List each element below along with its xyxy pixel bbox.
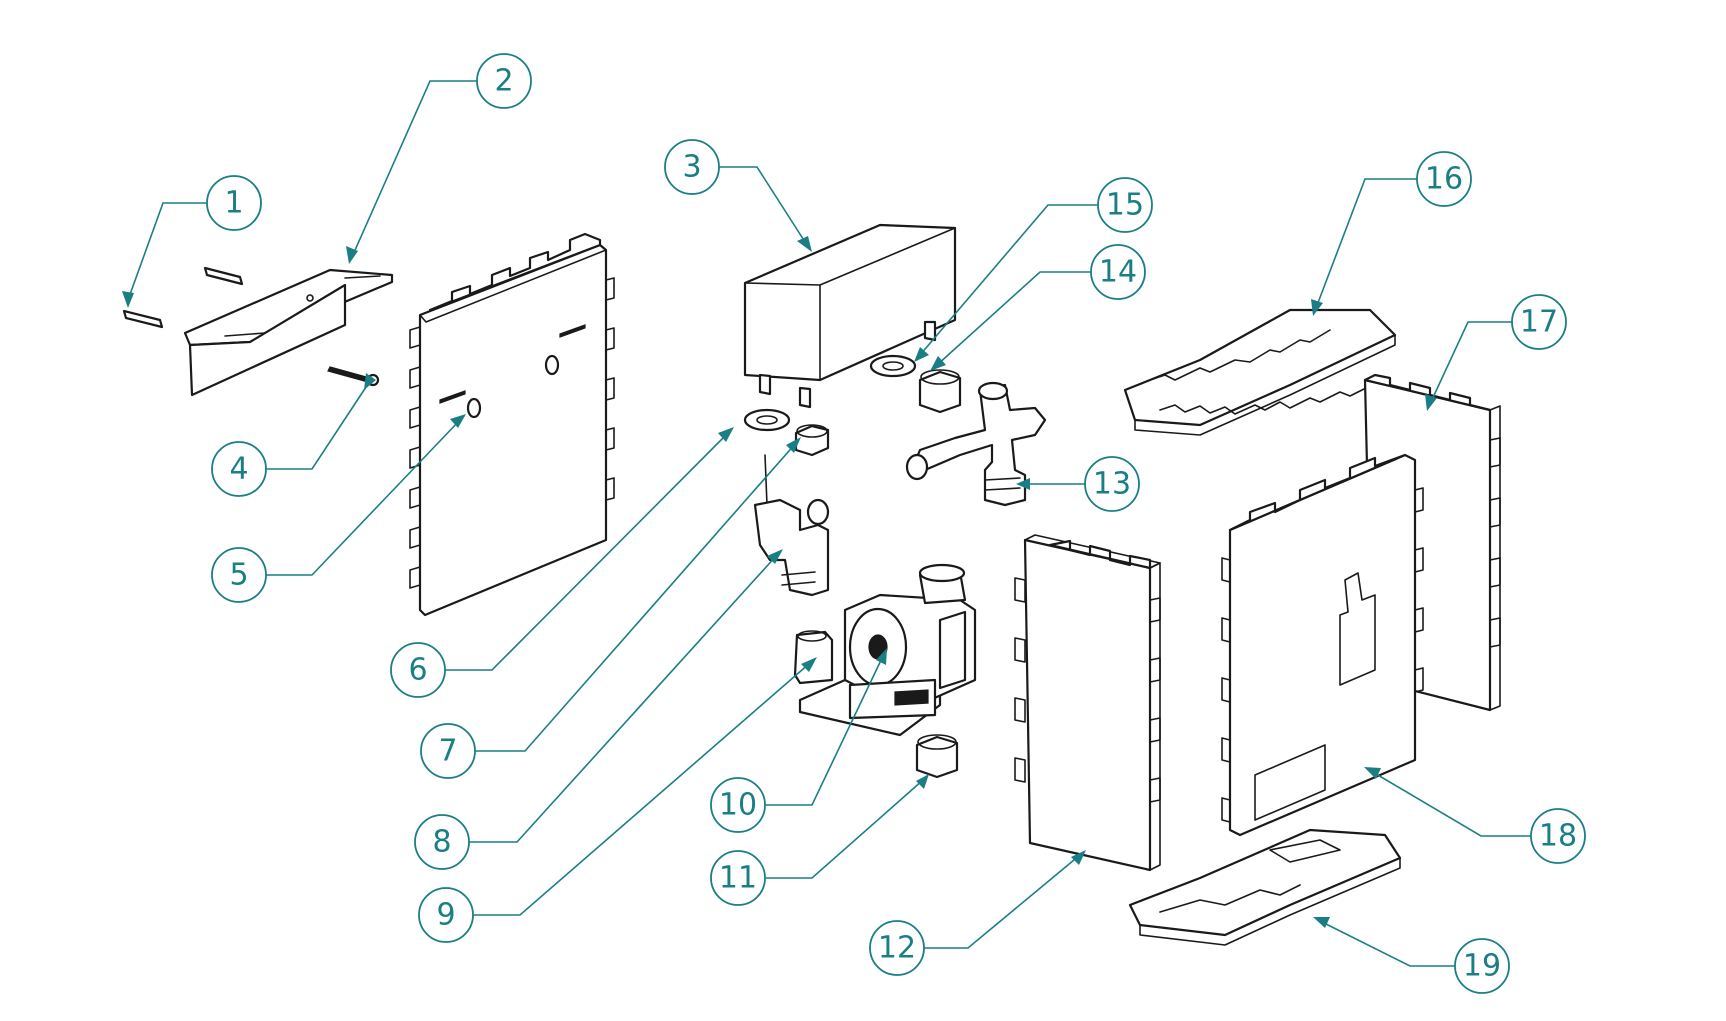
balloon-14: 14 <box>1090 244 1146 300</box>
balloon-7-label: 7 <box>438 734 457 769</box>
balloon-4-label: 4 <box>229 452 248 487</box>
part-wall-bracket <box>183 268 394 397</box>
balloon-1-label: 1 <box>224 186 243 221</box>
balloon-1: 1 <box>206 175 262 231</box>
balloon-3: 3 <box>664 139 720 195</box>
balloon-16: 16 <box>1416 151 1472 207</box>
balloon-2: 2 <box>476 53 532 109</box>
balloon-19-label: 19 <box>1463 949 1501 984</box>
balloon-2-label: 2 <box>494 64 513 99</box>
balloon-4: 4 <box>211 441 267 497</box>
part-heat-exchanger <box>743 223 957 409</box>
part-pins <box>122 266 244 329</box>
balloon-3-label: 3 <box>682 150 701 185</box>
balloon-11-label: 11 <box>719 861 757 896</box>
balloon-7: 7 <box>420 723 476 779</box>
balloon-11: 11 <box>710 850 766 906</box>
leader-lines <box>127 80 1531 967</box>
balloon-13-label: 13 <box>1093 467 1131 502</box>
part-gaskets <box>743 354 917 432</box>
leader-arrowheads <box>122 236 1437 928</box>
part-side-panel-12 <box>1014 534 1161 872</box>
part-valve-8 <box>753 454 830 597</box>
balloon-13: 13 <box>1084 456 1140 512</box>
part-union-nut-14 <box>918 369 962 414</box>
balloon-12: 12 <box>869 920 925 976</box>
balloon-17: 17 <box>1511 294 1567 350</box>
balloon-6: 6 <box>390 642 446 698</box>
balloon-5: 5 <box>211 547 267 603</box>
part-back-panel <box>409 232 615 617</box>
balloon-9-label: 9 <box>436 898 455 933</box>
part-rear-panel <box>1221 453 1424 837</box>
balloon-12-label: 12 <box>878 931 916 966</box>
balloon-15: 15 <box>1097 177 1153 233</box>
balloon-19: 19 <box>1454 938 1510 994</box>
part-valve-9 <box>793 630 834 685</box>
part-bottom-panel <box>1128 828 1402 946</box>
part-nut-7 <box>794 424 830 457</box>
balloon-18-label: 18 <box>1539 819 1577 854</box>
balloon-6-label: 6 <box>408 653 427 688</box>
balloon-9: 9 <box>418 887 474 943</box>
balloon-8-label: 8 <box>432 825 451 860</box>
balloon-8: 8 <box>414 814 470 870</box>
balloon-16-label: 16 <box>1425 162 1463 197</box>
balloon-10: 10 <box>710 777 766 833</box>
balloon-15-label: 15 <box>1106 188 1144 223</box>
balloon-10-label: 10 <box>719 788 757 823</box>
balloon-17-label: 17 <box>1520 305 1558 340</box>
part-top-panel <box>1123 308 1397 436</box>
balloon-14-label: 14 <box>1099 255 1137 290</box>
balloon-18: 18 <box>1530 808 1586 864</box>
part-pump <box>798 563 977 737</box>
part-valve-13 <box>905 381 1047 507</box>
part-union-nut-11 <box>915 734 959 779</box>
balloon-5-label: 5 <box>229 558 248 593</box>
